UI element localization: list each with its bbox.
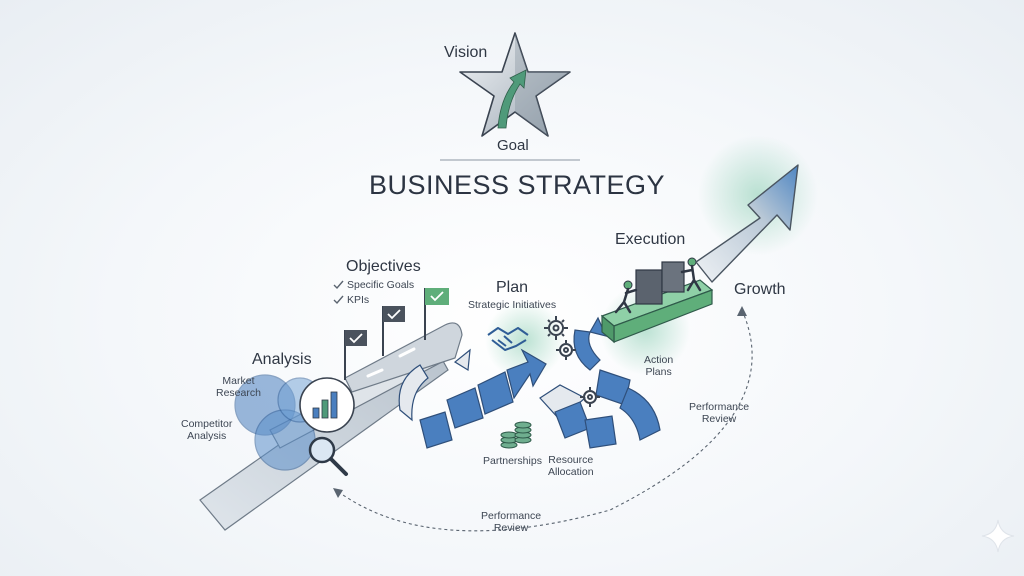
- coins-icon: [500, 421, 532, 449]
- objective-item: Specific Goals: [347, 279, 415, 291]
- magnifier-icon: [308, 436, 348, 476]
- market-research-label: Market Research: [216, 375, 261, 400]
- competitor-analysis-label: Competitor Analysis: [181, 418, 233, 443]
- plan-heading: Plan: [496, 279, 529, 296]
- execution-platform: [600, 257, 714, 344]
- strategic-initiatives-label: Strategic Initiatives: [468, 299, 557, 311]
- bar-chart-icon: [299, 377, 355, 433]
- performance-review-right: Performance Review: [689, 401, 750, 426]
- resource-allocation-label: Resource Allocation: [548, 454, 594, 479]
- goal-label: Goal: [497, 137, 529, 154]
- handshake-icon: [487, 327, 529, 351]
- growth-label: Growth: [734, 281, 786, 298]
- sparkle-icon: [981, 519, 1015, 553]
- objective-item: KPIs: [347, 294, 370, 306]
- performance-review-loop: [335, 309, 753, 532]
- objectives-heading: Objectives: [346, 258, 421, 275]
- growth-arrow: [695, 164, 799, 283]
- partnerships-label: Partnerships: [483, 455, 542, 467]
- check-icon: [333, 280, 344, 305]
- vision-label: Vision: [444, 44, 488, 61]
- analysis-heading: Analysis: [252, 351, 312, 368]
- plan-blocks: [398, 316, 661, 449]
- gear-icon: [544, 316, 600, 407]
- page-title: BUSINESS STRATEGY: [369, 170, 666, 200]
- execution-label: Execution: [615, 231, 686, 248]
- action-plans-label: Action Plans: [644, 354, 674, 379]
- performance-review-bottom: Performance Review: [481, 510, 542, 535]
- flag-icon: [344, 288, 449, 380]
- star-icon: [459, 32, 571, 137]
